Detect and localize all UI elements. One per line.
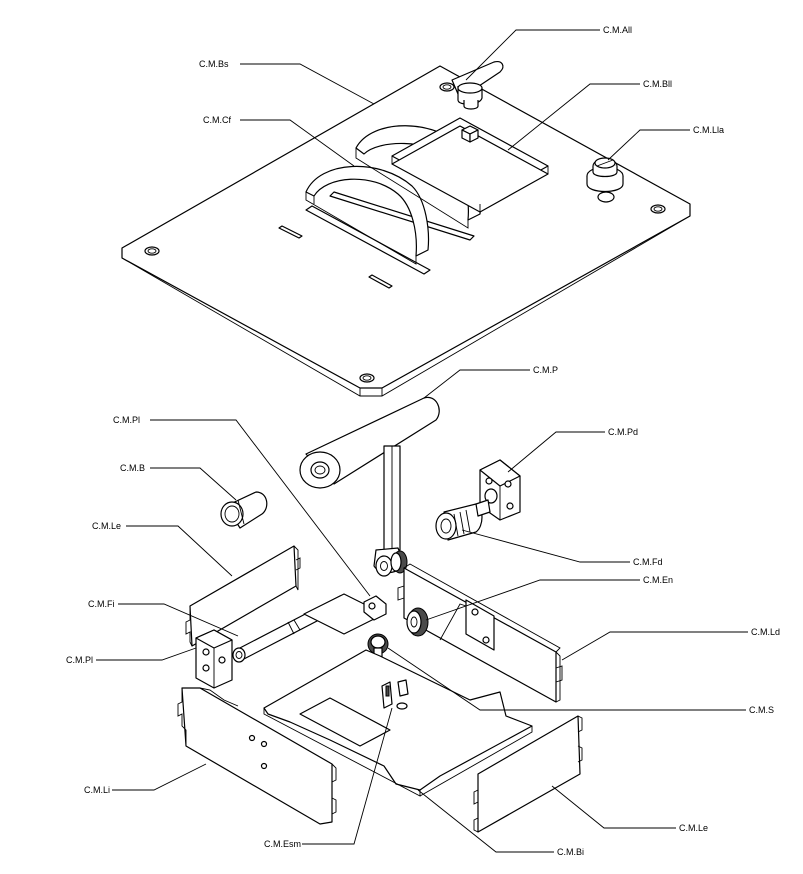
label-c-m-esm: C.M.Esm	[264, 839, 301, 849]
label-c-m-pd: C.M.Pd	[608, 427, 638, 437]
label-c-m-lla: C.M.Lla	[693, 125, 724, 135]
leader-lines	[96, 29, 748, 853]
bottom-base-bi	[263, 649, 533, 797]
label-c-m-li: C.M.Li	[84, 785, 110, 795]
clamp-knob-all	[451, 61, 504, 110]
base-plate-top	[121, 65, 691, 397]
label-c-m-all: C.M.All	[603, 25, 632, 35]
side-panel-li	[177, 687, 337, 825]
side-panel-le-upper	[185, 545, 301, 647]
side-panel-ld	[397, 563, 563, 703]
label-c-m-bs: C.M.Bs	[199, 59, 229, 69]
lock-knob-lla	[586, 157, 624, 193]
block-pl-lower	[195, 629, 233, 689]
label-c-m-p: C.M.P	[533, 365, 558, 375]
label-c-m-ld: C.M.Ld	[751, 627, 780, 637]
push-handle-p	[299, 396, 440, 577]
slide-plate-bll	[391, 117, 549, 213]
label-c-m-s: C.M.S	[749, 705, 774, 715]
label-c-m-le-bottom: C.M.Le	[679, 823, 708, 833]
label-c-m-bi: C.M.Bi	[557, 847, 584, 857]
label-c-m-en: C.M.En	[643, 575, 673, 585]
label-c-m-fi: C.M.Fi	[88, 599, 115, 609]
label-c-m-b: C.M.B	[120, 463, 145, 473]
gear-on-handle	[390, 550, 408, 574]
gear-s	[367, 633, 389, 661]
callout-labels: C.M.All C.M.Bs C.M.Bll C.M.Cf C.M.Lla C.…	[66, 25, 780, 857]
knob-fd	[435, 499, 491, 541]
side-panel-le-lower	[473, 715, 583, 833]
switch-esm	[381, 679, 409, 709]
pusher-plate-pl	[303, 593, 387, 635]
label-c-m-le-top: C.M.Le	[92, 521, 121, 531]
gear-en	[406, 607, 429, 637]
label-c-m-fd: C.M.Fd	[633, 557, 663, 567]
label-c-m-bll: C.M.Bll	[643, 79, 672, 89]
label-c-m-cf: C.M.Cf	[203, 115, 231, 125]
bushing-b	[220, 491, 268, 529]
label-c-m-pl-bottom: C.M.Pl	[66, 655, 93, 665]
label-c-m-pl-top: C.M.Pl	[113, 415, 140, 425]
